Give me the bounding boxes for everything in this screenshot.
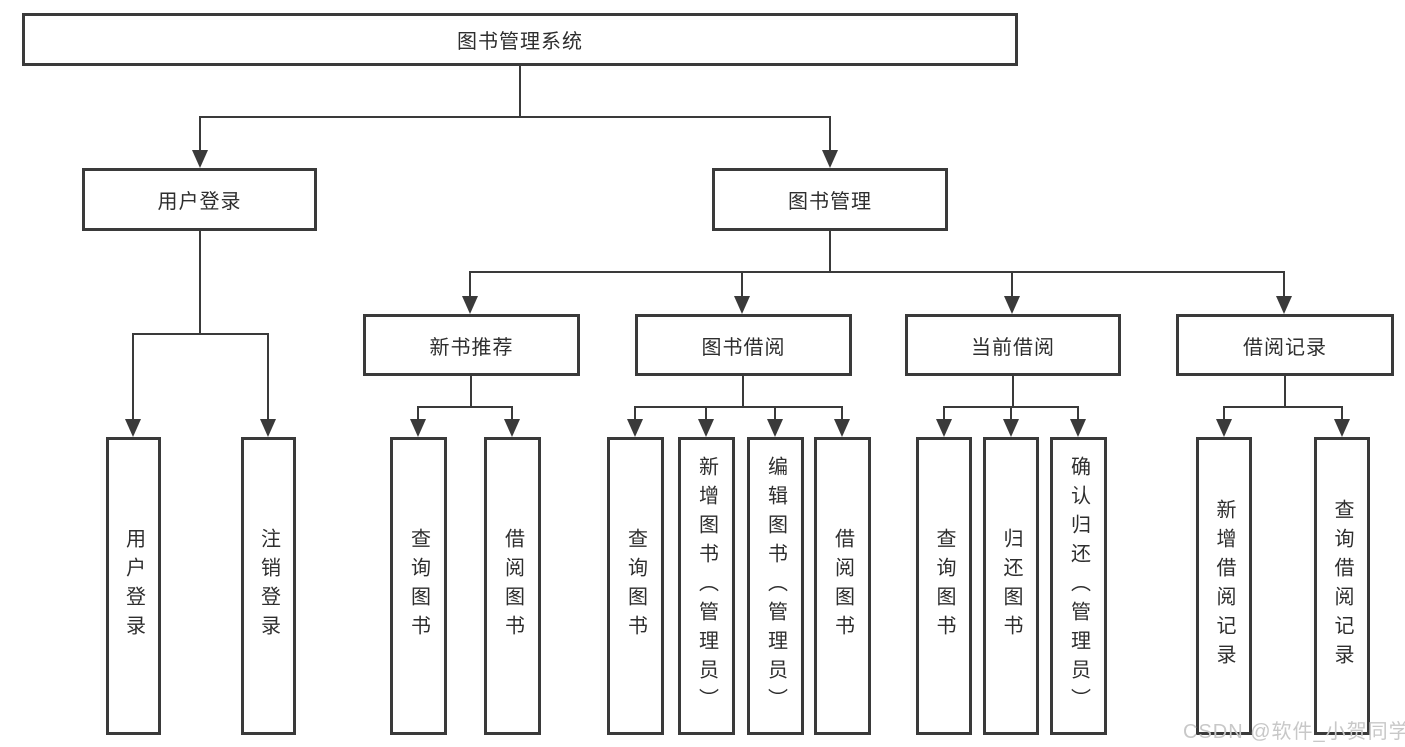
arrow-cb-query: [936, 407, 952, 437]
leaf-cb-query-book: 查询图书: [916, 437, 972, 735]
edge-borrow-stem: [742, 375, 744, 407]
edge-book-mgmt-stem: [829, 231, 831, 272]
arrow-bb-query: [627, 407, 643, 437]
csdn-watermark: CSDN @软件_小贺同学: [1183, 721, 1405, 743]
arrow-to-book-borrow: [734, 272, 750, 314]
edge-records-stem: [1284, 375, 1286, 407]
arrow-to-book-mgmt: [822, 117, 838, 168]
leaf-bb-add-book: 新增图书（管理员）: [678, 437, 735, 735]
leaf-logout: 注销登录: [241, 437, 296, 735]
leaf-br-add-record-label: 新增借阅记录: [1213, 499, 1235, 673]
edge-level2-hbar: [199, 116, 831, 118]
edge-root-stem: [519, 66, 521, 117]
leaf-user-login: 用户登录: [106, 437, 161, 735]
leaf-bb-query-book-label: 查询图书: [624, 528, 647, 644]
arrow-to-user-login: [192, 117, 208, 168]
arrow-cb-confirm: [1070, 407, 1086, 437]
node-new-book-recommend: 新书推荐: [363, 314, 580, 376]
leaf-br-add-record: 新增借阅记录: [1196, 437, 1252, 735]
arrow-bb-edit: [767, 407, 783, 437]
arrow-nbr-query: [410, 407, 426, 437]
arrow-to-leaf-logout: [260, 334, 276, 437]
leaf-cb-return-book-label: 归还图书: [1000, 528, 1022, 644]
leaf-cb-confirm-return-label: 确认归还（管理员）: [1067, 455, 1090, 717]
leaf-cb-confirm-return: 确认归还（管理员）: [1050, 437, 1107, 735]
leaf-br-query-record: 查询借阅记录: [1314, 437, 1370, 735]
arrow-bb-borrow: [834, 407, 850, 437]
edge-current-stem: [1012, 375, 1014, 407]
edge-new-book-stem: [470, 375, 472, 407]
edge-new-book-hbar: [417, 406, 513, 408]
leaf-user-login-label: 用户登录: [122, 528, 145, 644]
edge-borrow-hbar: [634, 406, 843, 408]
node-current-borrowing: 当前借阅: [905, 314, 1121, 376]
leaf-br-query-record-label: 查询借阅记录: [1331, 499, 1353, 673]
leaf-bb-borrow-book-label: 借阅图书: [831, 528, 854, 644]
arrow-nbr-borrow: [504, 407, 520, 437]
arrow-br-add: [1216, 407, 1232, 437]
node-book-borrowing: 图书借阅: [635, 314, 852, 376]
leaf-bb-query-book: 查询图书: [607, 437, 664, 735]
leaf-bb-borrow-book: 借阅图书: [814, 437, 871, 735]
arrow-to-current-borrow: [1004, 272, 1020, 314]
edge-user-login-stem: [199, 231, 201, 334]
edge-login-group-hbar: [132, 333, 269, 335]
arrow-to-leaf-login: [125, 334, 141, 437]
leaf-logout-label: 注销登录: [257, 528, 280, 644]
node-borrowing-records: 借阅记录: [1176, 314, 1394, 376]
leaf-bb-edit-book: 编辑图书（管理员）: [747, 437, 804, 735]
leaf-nbr-borrow-book: 借阅图书: [484, 437, 541, 735]
arrow-to-new-book: [462, 272, 478, 314]
leaf-nbr-query-book: 查询图书: [390, 437, 447, 735]
leaf-nbr-query-book-label: 查询图书: [407, 528, 430, 644]
leaf-bb-edit-book-label: 编辑图书（管理员）: [764, 455, 787, 717]
arrow-to-borrow-records: [1276, 272, 1292, 314]
leaf-nbr-borrow-book-label: 借阅图书: [501, 528, 524, 644]
leaf-cb-return-book: 归还图书: [983, 437, 1039, 735]
leaf-cb-query-book-label: 查询图书: [933, 528, 955, 644]
edge-records-hbar: [1223, 406, 1343, 408]
arrow-br-query: [1334, 407, 1350, 437]
node-user-login: 用户登录: [82, 168, 317, 231]
node-book-management: 图书管理: [712, 168, 948, 231]
leaf-bb-add-book-label: 新增图书（管理员）: [695, 455, 718, 717]
arrow-bb-add: [698, 407, 714, 437]
edge-level3-hbar: [469, 271, 1285, 273]
node-root: 图书管理系统: [22, 13, 1018, 66]
arrow-cb-return: [1003, 407, 1019, 437]
